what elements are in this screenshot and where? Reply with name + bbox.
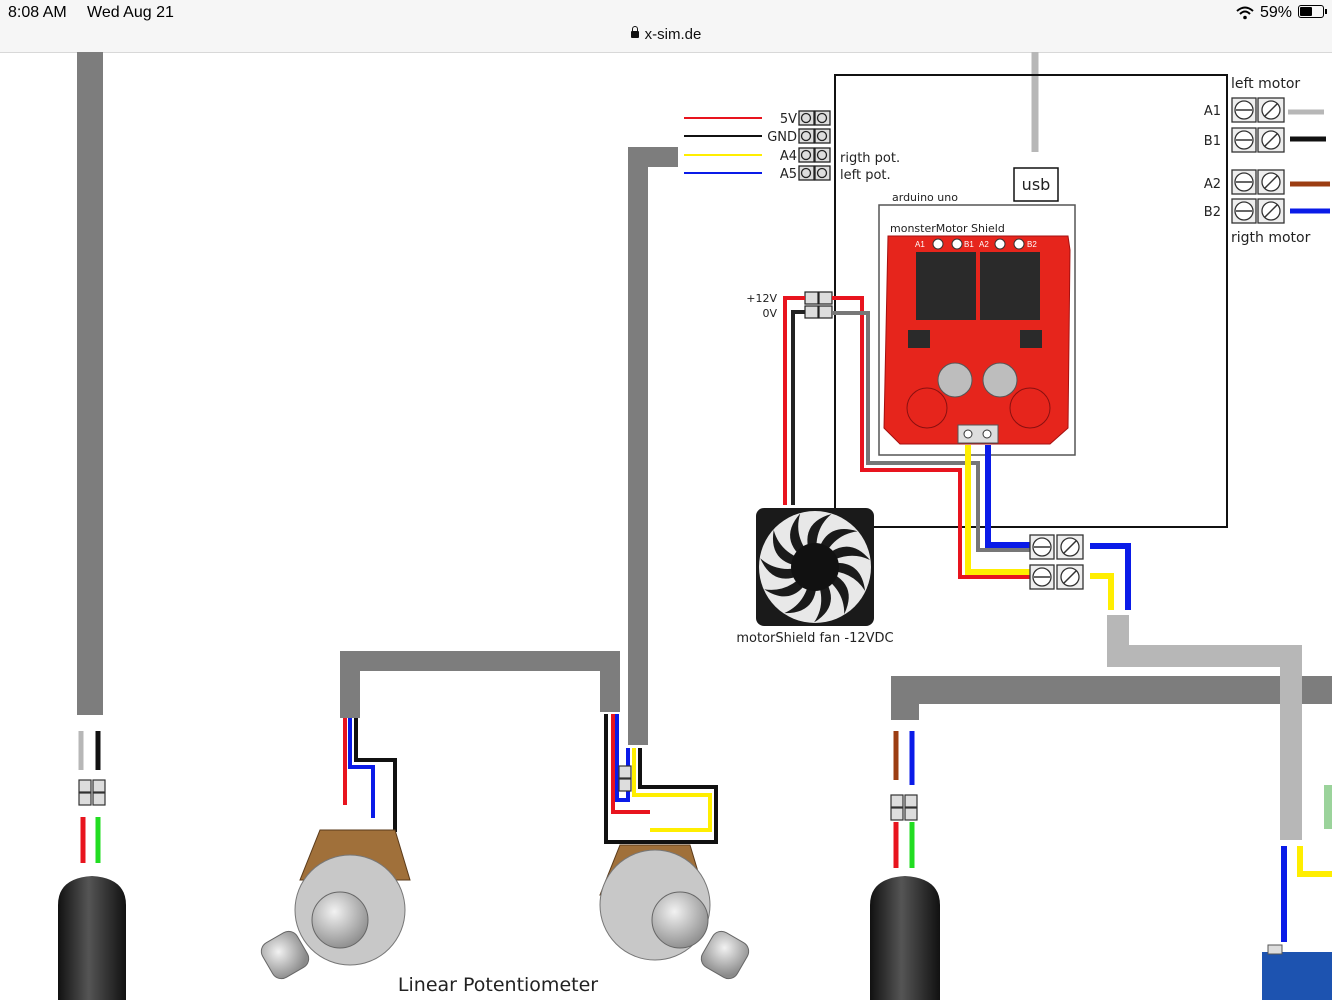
motor-term-labels: A1 B1 A2 B2 (1204, 104, 1221, 220)
motor-terminals (1231, 97, 1285, 224)
url-text: x-sim.de (644, 26, 702, 43)
shield-pin-a2: A2 (979, 240, 989, 249)
term-b1-label: B1 (1204, 134, 1221, 149)
lock-icon (630, 25, 639, 38)
fan-icon (756, 508, 874, 626)
header-wires (684, 117, 762, 174)
shield-pin-a1: A1 (915, 240, 925, 249)
term-a1-label: A1 (1204, 104, 1221, 119)
address-bar[interactable]: x-sim.de (0, 25, 1332, 43)
term-b2-label: B2 (1204, 205, 1221, 220)
left-connector-block (78, 779, 106, 806)
arduino-label: arduino uno (892, 191, 958, 204)
fan-blade (813, 567, 849, 615)
motor-wires (1288, 109, 1330, 214)
right-pot-connector (618, 765, 632, 792)
browser-status-bar: 8:08 AM Wed Aug 21 x-sim.de 59% (0, 0, 1332, 53)
left-pot-wires (343, 718, 397, 832)
pin-terminals (798, 110, 831, 181)
status-right: 59% (1236, 4, 1327, 22)
battery-percent: 59% (1259, 4, 1292, 21)
fan-blade (772, 530, 816, 568)
status-time: 8:08 AM (8, 4, 67, 21)
left-pot-label: left pot. (840, 168, 891, 183)
fan-blade (815, 546, 870, 570)
power-terminal (804, 291, 833, 319)
mid-connector-block (890, 794, 918, 821)
battery-level (1300, 7, 1312, 17)
power-0v-label: 0V (762, 307, 777, 320)
term-a2-label: A2 (1204, 177, 1221, 192)
fan-label: motorShield fan -12VDC (736, 631, 893, 646)
arduino-board-outline (834, 74, 1228, 528)
shield-label: monsterMotor Shield (890, 222, 1005, 235)
mid-connector-wires (893, 731, 915, 868)
left-connector-wires (78, 731, 101, 863)
output-wires (1090, 543, 1131, 610)
left-potentiometer-icon (260, 829, 411, 980)
shield-pin-labels: A1 B1 A2 B2 (915, 240, 1037, 249)
fan-blade (784, 567, 817, 614)
right-edge-wires (1281, 846, 1332, 942)
right-pot-wires (604, 714, 718, 844)
fan-blade (790, 513, 818, 567)
pin-a4-label: A4 (780, 149, 797, 164)
usb-label: usb (1022, 175, 1051, 194)
fan-blade (815, 529, 858, 568)
right-actuator-icon (870, 876, 940, 1000)
main-cables (77, 52, 1332, 840)
pin-labels: 5V GND A4 A5 (767, 112, 797, 182)
pin-5v-label: 5V (780, 112, 797, 127)
shield-pin-b1: B1 (964, 240, 974, 249)
pin-a5-label: A5 (780, 167, 797, 182)
monster-motor-shield (883, 235, 1071, 445)
fan-blade (811, 567, 831, 623)
right-motor-label: rigth motor (1231, 230, 1311, 246)
status-date: Wed Aug 21 (87, 4, 174, 21)
right-potentiometer-icon (599, 844, 750, 980)
battery-icon (1298, 5, 1327, 19)
shield-pin-b2: B2 (1027, 240, 1037, 249)
wifi-icon (1236, 6, 1254, 20)
power-wires (783, 296, 1030, 579)
left-motor-label: left motor (1231, 76, 1300, 92)
pin-gnd-label: GND (767, 130, 797, 145)
right-pot-label: rigth pot. (840, 151, 900, 166)
battery-component-icon (1262, 785, 1332, 1000)
output-terminals (1029, 534, 1084, 590)
power-12v-label: +12V (746, 292, 777, 305)
linear-potentiometer-label: Linear Potentiometer (398, 974, 598, 996)
usb-port (1013, 167, 1059, 202)
left-actuator-icon (58, 876, 126, 1000)
